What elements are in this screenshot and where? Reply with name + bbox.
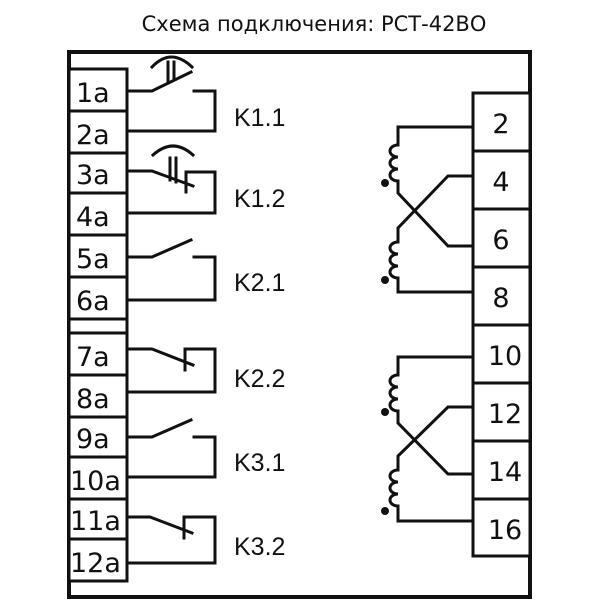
contact-label: K1.2: [234, 185, 285, 213]
terminal-label: 6a: [76, 286, 110, 317]
time-delay-arc-icon: [150, 144, 196, 158]
contact-label: K1.1: [234, 104, 285, 132]
terminal-10a: [67, 455, 129, 501]
terminal-3a: [67, 151, 129, 195]
device-frame: [67, 50, 532, 599]
terminal-label: 11a: [70, 506, 121, 537]
coil-winding-icon: [388, 468, 400, 508]
polarity-dot-icon: [381, 179, 389, 187]
terminal-label: 16: [488, 515, 522, 546]
terminal-2a: [67, 109, 129, 155]
terminal-label: 8: [492, 283, 509, 314]
terminal-label: 2a: [76, 120, 110, 151]
contact-k3-2: [126, 515, 217, 565]
terminal-label: 10: [488, 341, 522, 372]
terminal-label: 8a: [76, 384, 110, 415]
coil-winding-icon: [388, 143, 400, 183]
polarity-dot-icon: [381, 408, 389, 416]
right-terminal-block: 2 4 6 8 10 12 14 16: [471, 91, 532, 558]
terminal-1a: [67, 67, 129, 113]
diagram-title: Схема подключения: РСТ-42ВО: [141, 12, 487, 36]
terminal-label: 12a: [70, 548, 121, 579]
terminal-label: 14: [488, 457, 522, 488]
terminal-10: [471, 323, 532, 385]
terminal-16: [471, 497, 532, 558]
coil-winding-icon: [388, 373, 400, 413]
contact-k2-2: [126, 347, 217, 394]
coil-pair-2: [381, 355, 475, 523]
terminal-4: [471, 149, 532, 211]
terminal-7a: [67, 331, 129, 377]
polarity-dot-icon: [381, 507, 389, 515]
contact-label: K2.1: [234, 269, 285, 297]
polarity-dot-icon: [381, 276, 389, 284]
terminal-label: 1a: [76, 78, 110, 109]
terminal-14: [471, 439, 532, 501]
contact-label: K2.2: [234, 365, 285, 393]
contact-label: K3.1: [234, 449, 285, 477]
coil-winding-icon: [388, 240, 400, 280]
contact-k1-1: [126, 55, 217, 133]
left-terminal-block: 1a 2a 3a 4a 5a 6a 7a 8a 9a 10a 11a 12a: [67, 67, 129, 583]
contact-k1-2: [126, 144, 217, 215]
terminal-label: 7a: [76, 342, 110, 373]
terminal-label: 4a: [76, 202, 110, 233]
terminal-label: 2: [492, 109, 509, 140]
terminal-6: [471, 207, 532, 269]
coil-pair-1: [381, 125, 475, 294]
terminal-12: [471, 381, 532, 443]
contact-k3-1: [126, 418, 217, 479]
terminal-8a: [67, 373, 129, 419]
terminal-label: 6: [492, 225, 509, 256]
contact-k2-1: [126, 238, 217, 302]
terminal-label: 9a: [76, 424, 110, 455]
terminal-label: 4: [492, 167, 509, 198]
time-delay-arc-icon: [149, 55, 195, 70]
terminal-label: 3a: [76, 160, 110, 191]
terminal-12a: [67, 537, 129, 583]
terminal-label: 5a: [76, 244, 110, 275]
terminal-label: 12: [488, 399, 522, 430]
contact-label: K3.2: [234, 533, 285, 561]
terminal-label: 10a: [70, 466, 121, 497]
terminal-spacer: [67, 317, 129, 335]
